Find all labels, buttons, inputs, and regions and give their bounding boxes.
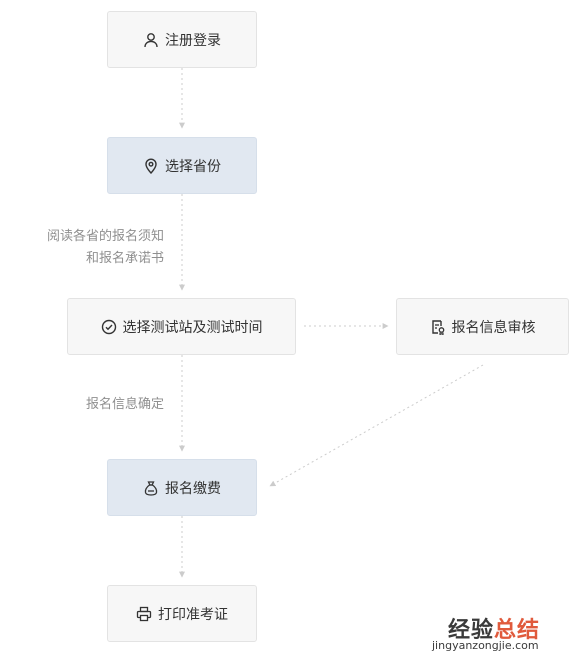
watermark-logo-text: 经验总结	[448, 612, 540, 644]
node-print-ticket[interactable]: 打印准考证	[107, 585, 257, 642]
node-info-review-label: 报名信息审核	[451, 319, 536, 336]
node-select-province-label: 选择省份	[165, 158, 221, 175]
node-select-test-site-label: 选择测试站及测试时间	[122, 319, 263, 336]
edge-label-read-notice-line1: 阅读各省的报名须知	[46, 229, 164, 244]
node-select-province[interactable]: 选择省份	[107, 137, 257, 194]
watermark-url: jingyanzongjie.com	[432, 639, 539, 652]
user-icon	[144, 32, 158, 47]
node-print-ticket-label: 打印准考证	[158, 606, 228, 623]
node-payment[interactable]: 报名缴费	[107, 459, 257, 516]
node-register-label: 注册登录	[165, 32, 221, 49]
node-select-test-site[interactable]: 选择测试站及测试时间	[67, 298, 296, 355]
edge-label-confirm-info: 报名信息确定	[20, 394, 164, 416]
document-review-icon	[431, 319, 444, 335]
money-bag-icon	[144, 480, 158, 496]
watermark-text-part1: 经验	[448, 618, 495, 643]
edge-label-read-notice-line2: 和报名承诺书	[85, 251, 164, 266]
node-register[interactable]: 注册登录	[107, 11, 257, 68]
location-pin-icon	[145, 158, 157, 174]
printer-icon	[136, 606, 152, 621]
watermark-text-part2: 总结	[494, 618, 541, 643]
check-circle-icon	[101, 319, 116, 334]
node-payment-label: 报名缴费	[165, 480, 221, 497]
edge-label-read-notice: 阅读各省的报名须知 和报名承诺书	[20, 226, 164, 270]
connector-review-to-payment	[269, 364, 484, 487]
node-info-review[interactable]: 报名信息审核	[396, 298, 569, 355]
edge-label-confirm-info-text: 报名信息确定	[85, 397, 164, 412]
